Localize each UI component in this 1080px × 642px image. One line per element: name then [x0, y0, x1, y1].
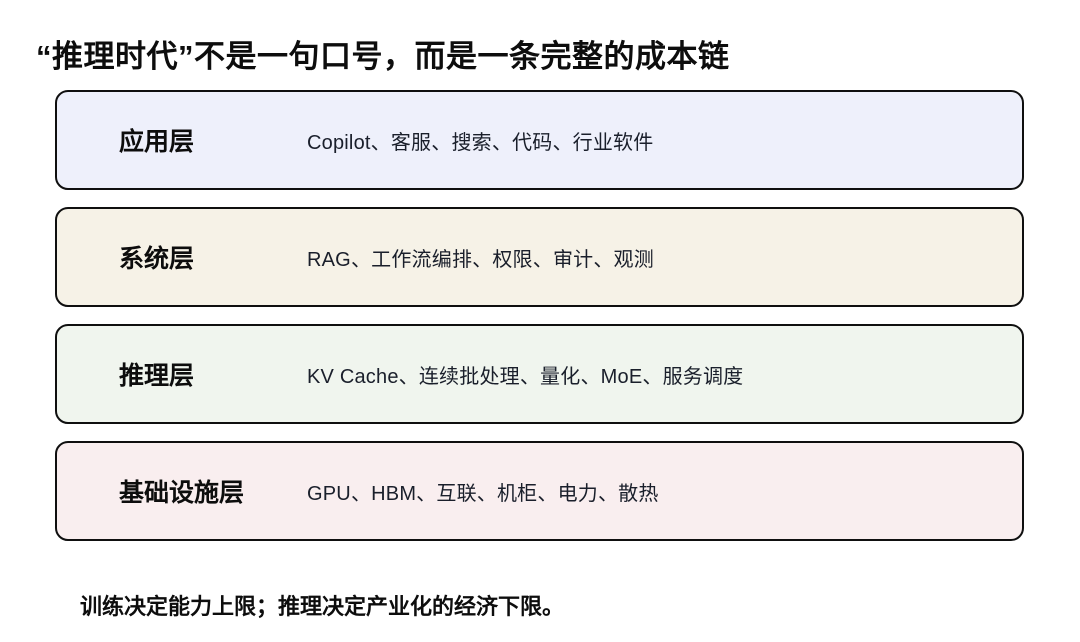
layer-desc-inference: KV Cache、连续批处理、量化、MoE、服务调度: [307, 365, 744, 388]
layer-desc-app: Copilot、客服、搜索、代码、行业软件: [307, 131, 654, 154]
layer-desc-system: RAG、工作流编排、权限、审计、观测: [307, 248, 654, 271]
footer-note: 训练决定能力上限；推理决定产业化的经济下限。: [80, 594, 565, 619]
layer-label-system: 系统层: [119, 245, 195, 273]
page-title: “推理时代”不是一句口号，而是一条完整的成本链: [36, 38, 730, 74]
layer-row-infra: 基础设施层 GPU、HBM、互联、机柜、电力、散热: [55, 441, 1024, 541]
layer-row-system: 系统层 RAG、工作流编排、权限、审计、观测: [55, 207, 1024, 307]
layer-label-inference: 推理层: [119, 362, 195, 390]
layer-row-app: 应用层 Copilot、客服、搜索、代码、行业软件: [55, 90, 1024, 190]
layer-desc-infra: GPU、HBM、互联、机柜、电力、散热: [307, 482, 659, 505]
layer-label-infra: 基础设施层: [119, 479, 245, 507]
layer-row-inference: 推理层 KV Cache、连续批处理、量化、MoE、服务调度: [55, 324, 1024, 424]
layer-stack: 应用层 Copilot、客服、搜索、代码、行业软件 系统层 RAG、工作流编排、…: [55, 90, 1024, 541]
layer-label-app: 应用层: [119, 128, 195, 156]
